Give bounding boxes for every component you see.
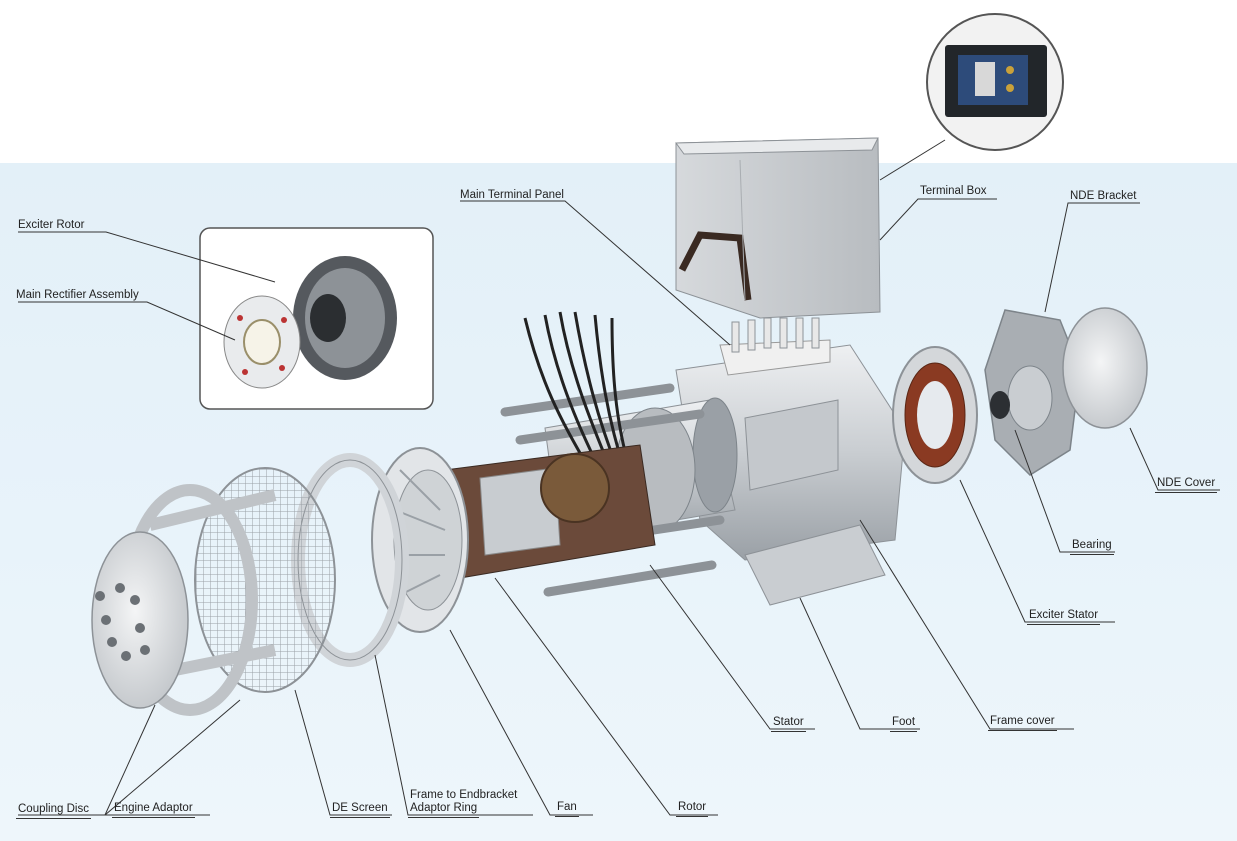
label-de-screen: DE Screen	[330, 802, 390, 818]
label-frame-cover: Frame cover	[988, 715, 1057, 731]
label-main-rectifier-assembly: Main Rectifier Assembly	[16, 289, 139, 301]
label-fan: Fan	[555, 801, 579, 817]
exciter-stator	[892, 346, 978, 484]
label-engine-adaptor: Engine Adaptor	[112, 802, 195, 818]
nde-bracket	[984, 309, 1081, 476]
rotor	[444, 444, 656, 579]
label-coupling-disc: Coupling Disc	[16, 803, 91, 819]
label-exciter-stator: Exciter Stator	[1027, 609, 1101, 625]
label-rotor: Rotor	[676, 801, 709, 817]
label-nde-cover: NDE Cover	[1155, 477, 1218, 493]
label-terminal-box: Terminal Box	[920, 185, 987, 197]
label-stator: Stator	[771, 716, 806, 732]
label-exciter-rotor: Exciter Rotor	[18, 219, 85, 231]
foot	[744, 524, 886, 606]
label-bearing: Bearing	[1070, 539, 1114, 555]
label-main-terminal-panel: Main Terminal Panel	[460, 189, 564, 201]
coupling-disc	[91, 531, 189, 709]
label-foot: Foot	[890, 716, 918, 732]
leader-lines	[18, 139, 1220, 816]
label-frame-to-endbracket-line2: Adaptor Ring	[408, 802, 480, 818]
label-nde-bracket: NDE Bracket	[1070, 190, 1137, 202]
label-frame-to-endbracket-line1: Frame to Endbracket	[410, 789, 518, 801]
terminal-box	[675, 137, 881, 319]
exciter-inset	[199, 227, 434, 410]
avr-inset	[926, 13, 1064, 151]
nde-cover	[1062, 307, 1148, 429]
